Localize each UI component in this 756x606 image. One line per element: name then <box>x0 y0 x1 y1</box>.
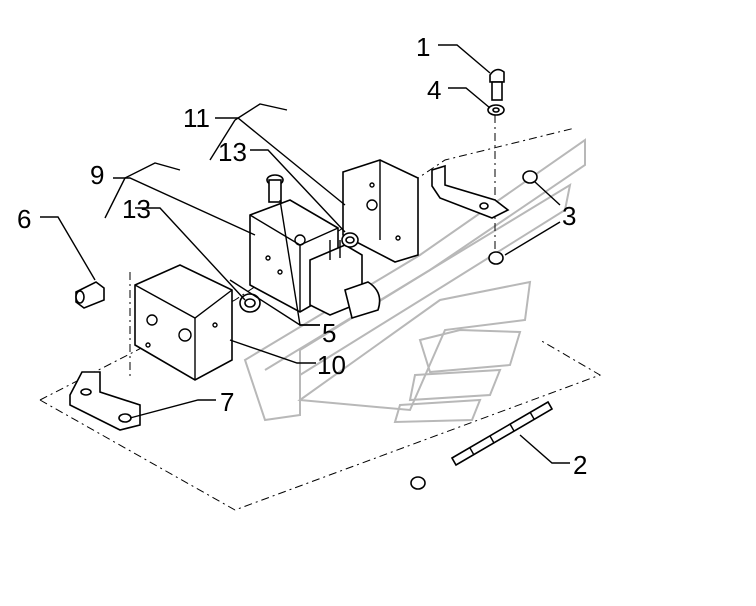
bolt-part <box>489 68 505 101</box>
callout-1: 1 <box>416 32 430 62</box>
callout-4: 4 <box>427 75 441 105</box>
callout-5: 5 <box>322 318 336 348</box>
callout-9: 9 <box>90 160 104 190</box>
washer-part <box>487 104 505 116</box>
callout-10: 10 <box>317 350 346 380</box>
port-fitting-part <box>75 281 105 309</box>
front-block <box>134 264 233 381</box>
stud-part <box>410 400 554 490</box>
callout-13-lower: 13 <box>122 194 151 224</box>
callout-3: 3 <box>562 201 576 231</box>
callout-11: 11 <box>183 103 210 133</box>
callout-6: 6 <box>17 204 31 234</box>
nut-part <box>488 170 538 265</box>
watermark-logo <box>243 138 586 424</box>
fitting-part <box>266 174 284 203</box>
o-ring-part <box>239 232 359 313</box>
callout-2: 2 <box>573 450 587 480</box>
leader-lines <box>40 44 570 464</box>
bracket-right <box>431 164 510 219</box>
assembly-outline <box>39 115 602 511</box>
bracket-left <box>69 371 141 431</box>
callout-7: 7 <box>220 387 234 417</box>
callout-13-upper: 13 <box>218 137 247 167</box>
back-plate <box>342 159 419 263</box>
solenoid-coil <box>309 240 381 320</box>
callout-labels: 1 4 11 13 9 13 6 3 5 10 7 2 <box>17 32 587 480</box>
